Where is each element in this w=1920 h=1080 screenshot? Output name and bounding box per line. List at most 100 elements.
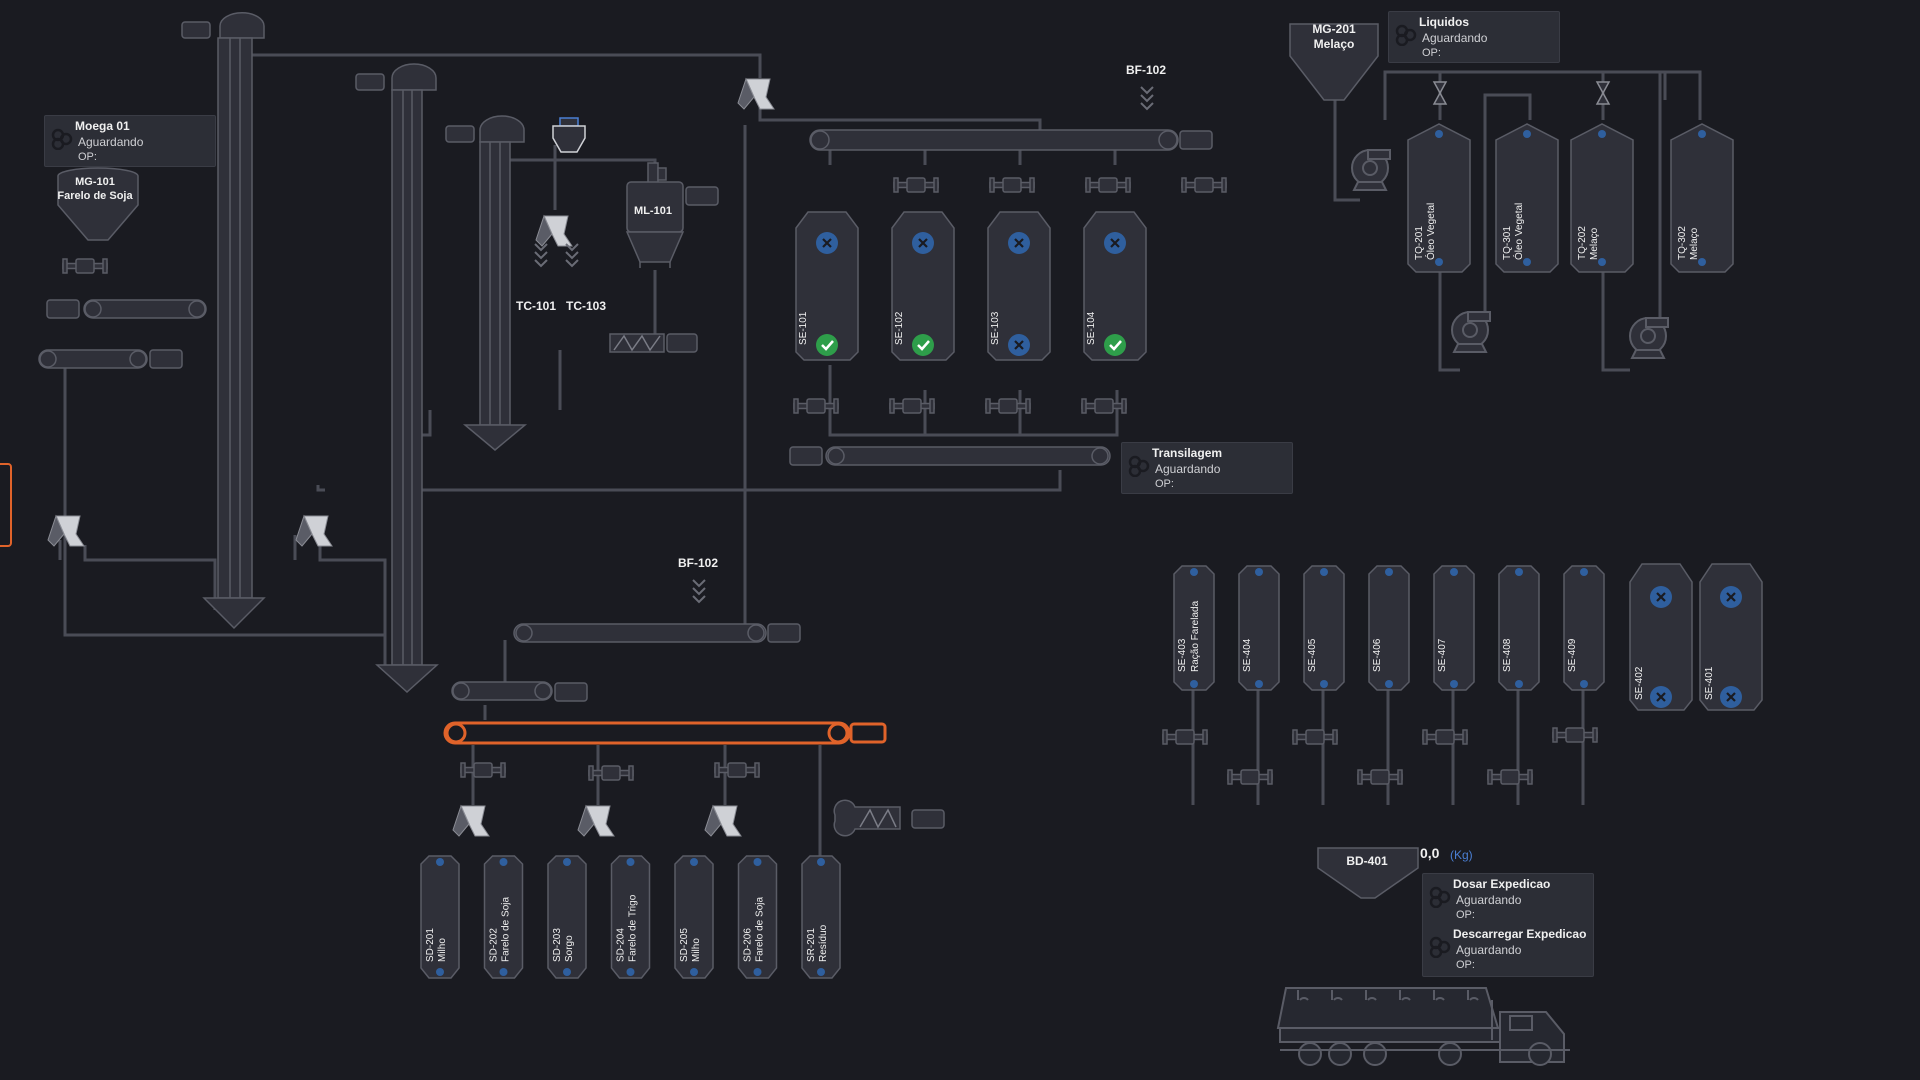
panel-moega01-op: OP: [78, 151, 97, 163]
valve-se408[interactable] [1487, 769, 1533, 785]
panel-transilagem-op: OP: [1155, 478, 1174, 490]
hopper-bd401[interactable]: BD-401 [1317, 847, 1419, 899]
side-drawer-tab[interactable] [0, 463, 12, 547]
tc101-flow-icon [534, 243, 548, 267]
silo-se-403-product: Ração Farelada [1190, 600, 1201, 672]
panel-liquidos-op: OP: [1422, 47, 1441, 59]
mill-ml101[interactable]: ML-101 [625, 162, 719, 268]
diverter-bf102[interactable] [737, 78, 775, 110]
bin-sd-201-id: SD-201 [425, 928, 436, 962]
diverter-sd-2[interactable] [577, 805, 615, 837]
conveyor-mid-2[interactable] [451, 681, 588, 702]
panel-transilagem-title: Transilagem [1152, 446, 1223, 460]
tank-tq-302-product: Melaço [1689, 227, 1700, 260]
silo-se-408[interactable]: SE-408 [1498, 565, 1540, 691]
valve-liq-2-icon[interactable] [1595, 81, 1611, 105]
hopper-mg101[interactable]: MG-101 Farelo de Soja [57, 167, 139, 241]
hopper-mg201[interactable]: MG-201 Melaço [1289, 22, 1379, 101]
panel-dosar-title: Dosar Expedicao [1453, 877, 1551, 891]
conveyor-moega-1[interactable] [46, 299, 207, 319]
silo-se-405-id: SE-405 [1307, 638, 1318, 672]
silo-se-404[interactable]: SE-404 [1238, 565, 1280, 691]
tc103-label: TC-103 [566, 299, 606, 313]
diverter-sd-3[interactable] [704, 805, 742, 837]
bf102-top-label: BF-102 [1126, 63, 1166, 77]
silo-se-103[interactable]: SE-103 [987, 211, 1051, 361]
panel-transilagem[interactable]: Transilagem Aguardando OP: [1121, 442, 1293, 494]
diverter-2[interactable] [295, 515, 333, 547]
valve-se403[interactable] [1162, 729, 1208, 745]
valve-liq-1-icon[interactable] [1432, 81, 1448, 105]
silo-se-407[interactable]: SE-407 [1433, 565, 1475, 691]
silo-se-102[interactable]: SE-102 [891, 211, 955, 361]
silo-se-401[interactable]: SE-401 [1699, 563, 1763, 711]
valve-mg101[interactable] [62, 258, 108, 274]
valve-se406[interactable] [1357, 769, 1403, 785]
diverter-sd-1[interactable] [452, 805, 490, 837]
silo-se-406[interactable]: SE-406 [1368, 565, 1410, 691]
conveyor-silos-top[interactable] [809, 129, 1213, 151]
screw-conveyor-ml[interactable] [609, 333, 698, 353]
bf102-mid-label: BF-102 [678, 556, 718, 570]
panel-liquidos[interactable]: Liquidos Aguardando OP: [1388, 11, 1560, 63]
pump-1-icon[interactable] [1351, 149, 1391, 191]
silo-se-409[interactable]: SE-409 [1563, 565, 1605, 691]
valve-se102-in[interactable] [989, 177, 1035, 193]
x-circle-icon [1650, 686, 1672, 708]
conveyor-transilagem[interactable] [789, 446, 1111, 466]
check-circle-icon [816, 334, 838, 356]
bin-sr-201-id: SR-201 [806, 928, 817, 962]
conveyor-moega-2[interactable] [38, 349, 183, 369]
bin-sd-205-product: Milho [691, 938, 702, 962]
tank-tq-201-product: Óleo Vegetal [1424, 203, 1437, 260]
valve-se102-out[interactable] [889, 398, 935, 414]
panel-dosar[interactable]: Dosar Expedicao Aguardando OP: [1423, 874, 1593, 924]
conveyor-active[interactable] [443, 721, 887, 745]
valve-se405[interactable] [1292, 729, 1338, 745]
tank-tq-202-product: Melaço [1589, 227, 1600, 260]
valve-se104-out[interactable] [1081, 398, 1127, 414]
valve-sd-2[interactable] [588, 765, 634, 781]
silo-se-402[interactable]: SE-402 [1629, 563, 1693, 711]
silo-se-404-id: SE-404 [1242, 638, 1253, 672]
valve-se104-in[interactable] [1181, 177, 1227, 193]
conveyor-mid-1[interactable] [513, 623, 801, 643]
valve-se409[interactable] [1552, 727, 1598, 743]
valve-se404[interactable] [1227, 769, 1273, 785]
valve-se407[interactable] [1422, 729, 1468, 745]
valve-sd-1[interactable] [460, 762, 506, 778]
silo-se-101[interactable]: SE-101 [795, 211, 859, 361]
pump-2-icon[interactable] [1451, 311, 1491, 353]
screw-conveyor-residuo[interactable] [833, 799, 945, 837]
hopper-mg201-id: MG-201 [1312, 22, 1356, 36]
panel-moega01[interactable]: Moega 01 Aguardando OP: [44, 115, 216, 167]
valve-se103-out[interactable] [985, 398, 1031, 414]
valve-se101-in[interactable] [893, 177, 939, 193]
pump-3-icon[interactable] [1629, 317, 1669, 359]
panel-descarregar[interactable]: Descarregar Expedicao Aguardando OP: [1423, 924, 1593, 974]
bucket-elevator-2 [355, 63, 439, 694]
valve-sd-3[interactable] [714, 762, 760, 778]
x-circle-icon [1008, 334, 1030, 356]
valve-se103-in[interactable] [1085, 177, 1131, 193]
diverter-tc[interactable] [535, 215, 573, 247]
silo-se-104[interactable]: SE-104 [1083, 211, 1147, 361]
silo-se-104-top-icon [1104, 232, 1126, 254]
gear-cluster-icon [1429, 936, 1451, 958]
panel-moega01-status: Aguardando [78, 135, 144, 149]
silo-se-405[interactable]: SE-405 [1303, 565, 1345, 691]
